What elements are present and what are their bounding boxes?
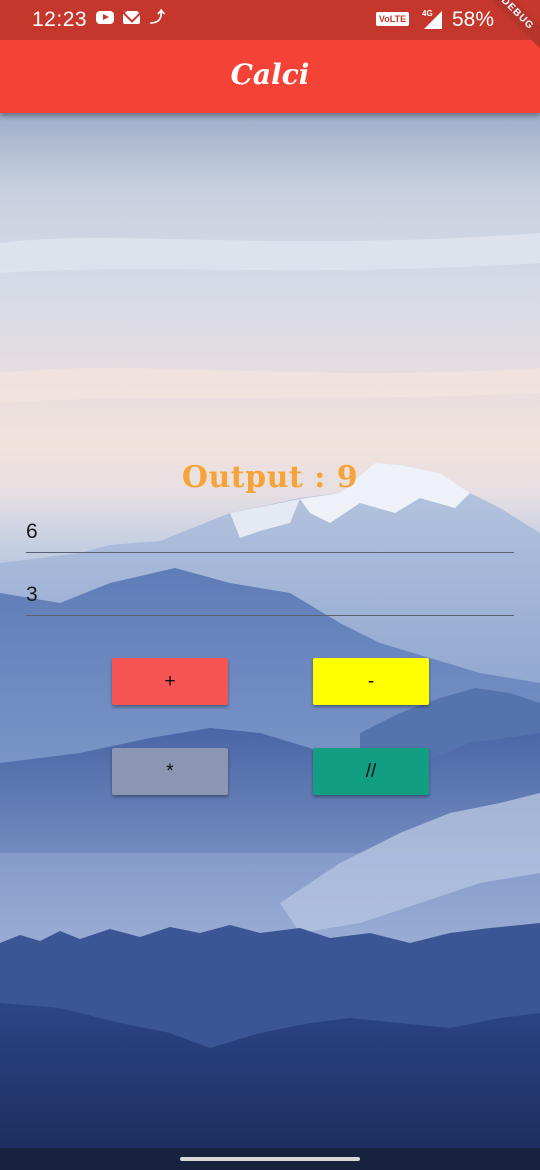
battery-level: 58% [452,8,495,31]
first-number-input[interactable] [26,512,514,553]
status-bar: 12:23 ⤴ VoLTE 4G 58% DEBUG [0,0,540,52]
second-number-input[interactable] [26,575,514,616]
gmail-icon [123,11,140,24]
divide-button[interactable]: // [313,748,429,795]
app-bar: Calci [0,40,540,113]
home-indicator[interactable] [180,1157,360,1161]
add-button[interactable]: + [112,658,228,705]
youtube-icon [96,11,114,24]
output-label: Output : 9 [181,460,359,495]
navigation-bar [0,1148,540,1170]
multiply-button[interactable]: * [112,748,228,795]
app-title: Calci [230,58,310,91]
missed-call-icon: ⤴ [150,9,166,26]
signal-icon [424,11,442,29]
mountain-illustration [0,233,540,1170]
subtract-button[interactable]: - [313,658,429,705]
status-time: 12:23 [32,8,88,31]
volte-badge: VoLTE [376,12,409,26]
mountain-background [0,113,540,1170]
